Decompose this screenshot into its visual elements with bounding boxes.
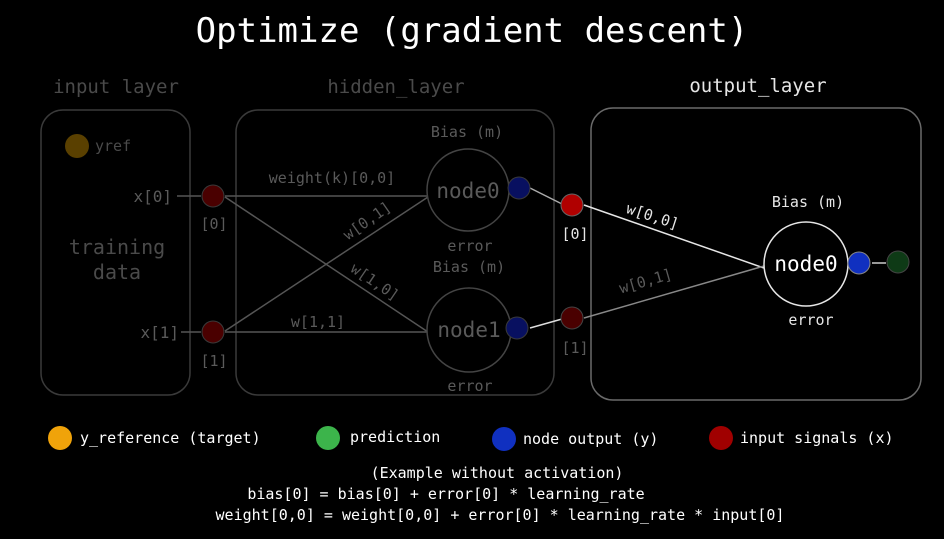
yref-dot	[65, 134, 89, 158]
legend-input-signals-label: input signals (x)	[740, 429, 894, 447]
output-weight-w00-label: w[0,0]	[624, 199, 681, 233]
formula-line3: weight[0,0] = weight[0,0] + error[0] * l…	[216, 506, 785, 524]
hidden-error0-label: error	[447, 237, 492, 255]
hidden-node0-label: node0	[436, 179, 499, 203]
input-index-0: [0]	[200, 215, 227, 233]
input-index-1: [1]	[200, 352, 227, 370]
yref-label: yref	[95, 137, 131, 155]
legend-input-signals-dot	[709, 426, 733, 450]
hidden-node1-label: node1	[437, 318, 500, 342]
output-weight-w01-label: w[0,1]	[617, 265, 674, 297]
legend: y_reference (target) prediction node out…	[48, 426, 894, 451]
connection-h1-out1	[529, 318, 563, 329]
prediction-dot	[886, 250, 910, 274]
connection-out-w00	[583, 204, 765, 269]
output-index-0: [0]	[561, 225, 588, 243]
connection-w01	[224, 196, 429, 332]
weight-w00-label: weight(k)[0,0]	[269, 169, 395, 187]
training-label: training	[69, 235, 165, 259]
input-layer-label: input layer	[53, 76, 179, 98]
weight-w10-label: w[1,0]	[347, 259, 402, 304]
output-layer-label: output_layer	[689, 75, 826, 97]
legend-yref-dot	[48, 426, 72, 450]
output-input-dot-0	[560, 193, 584, 217]
hidden-layer-label: hidden_layer	[327, 76, 464, 98]
legend-prediction-label: prediction	[350, 428, 440, 446]
connection-out-w01	[583, 265, 765, 319]
formula-line1: (Example without activation)	[371, 464, 624, 482]
formula-line2: bias[0] = bias[0] + error[0] * learning_…	[247, 485, 644, 503]
output-input-dot-1	[560, 306, 584, 330]
hidden-layer-panel	[235, 109, 555, 396]
output-node-output-dot	[847, 251, 871, 275]
weight-w11-label: w[1,1]	[291, 313, 345, 331]
legend-node-output-dot	[492, 427, 516, 451]
hidden-bias1-label: Bias (m)	[433, 258, 505, 276]
legend-prediction-dot	[316, 426, 340, 450]
output-bias-label: Bias (m)	[772, 193, 844, 211]
output-index-1: [1]	[561, 339, 588, 357]
hidden-node1-output-dot	[505, 316, 529, 340]
diagram-title: Optimize (gradient descent)	[196, 11, 749, 51]
x1-label: x[1]	[140, 323, 179, 342]
output-node0-label: node0	[774, 252, 837, 276]
hidden-bias0-label: Bias (m)	[431, 123, 503, 141]
x0-label: x[0]	[133, 187, 172, 206]
output-error-label: error	[788, 311, 833, 329]
output-layer-panel	[590, 107, 922, 401]
input-layer-panel	[40, 109, 191, 396]
hidden-node0-output-dot	[507, 176, 531, 200]
input-signal-dot-x0	[201, 184, 225, 208]
connection-h0-out0	[529, 187, 563, 205]
hidden-error1-label: error	[447, 377, 492, 395]
legend-node-output-label: node output (y)	[523, 430, 658, 448]
input-signal-dot-x1	[201, 320, 225, 344]
data-label: data	[93, 260, 141, 284]
legend-yref-label: y_reference (target)	[80, 429, 261, 447]
